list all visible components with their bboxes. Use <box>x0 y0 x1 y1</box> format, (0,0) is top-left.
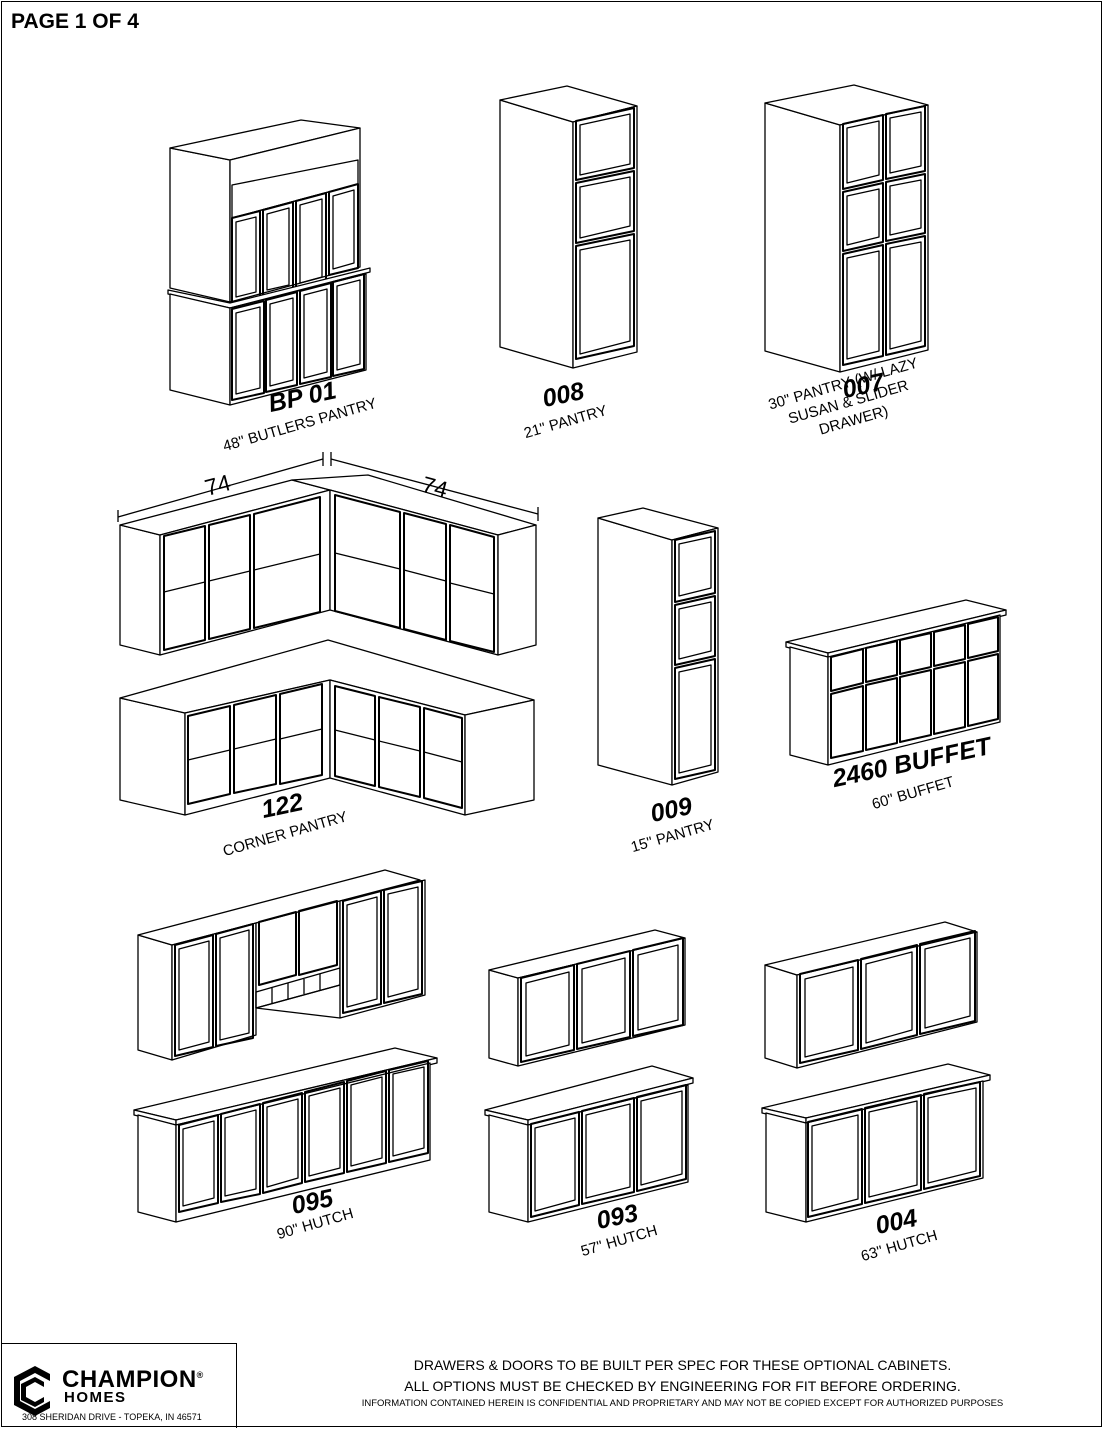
title-block <box>1 1343 237 1428</box>
drawing-122 <box>117 452 539 816</box>
company-sub: HOMES <box>64 1389 127 1406</box>
drawing-bp01 <box>167 119 371 406</box>
company-name: CHAMPION® <box>62 1366 204 1393</box>
company-address: 308 SHERIDAN DRIVE - TOPEKA, IN 46571 <box>22 1412 202 1422</box>
page-number: PAGE 1 OF 4 <box>11 10 139 33</box>
drawing-2460-buffet <box>785 599 1007 766</box>
drawing-008 <box>499 85 638 369</box>
note-line-2: ALL OPTIONS MUST BE CHECKED BY ENGINEERI… <box>404 1378 961 1394</box>
drawing-007 <box>764 84 929 373</box>
champion-logo-icon <box>14 1366 50 1416</box>
note-line-1: DRAWERS & DOORS TO BE BUILT PER SPEC FOR… <box>413 1357 952 1373</box>
drawing-009 <box>597 507 719 786</box>
drawing-093 <box>484 929 694 1223</box>
confidential-notice: INFORMATION CONTAINED HEREIN IS CONFIDEN… <box>361 1398 1004 1409</box>
drawing-095 <box>133 869 438 1223</box>
drawing-004 <box>761 921 991 1223</box>
